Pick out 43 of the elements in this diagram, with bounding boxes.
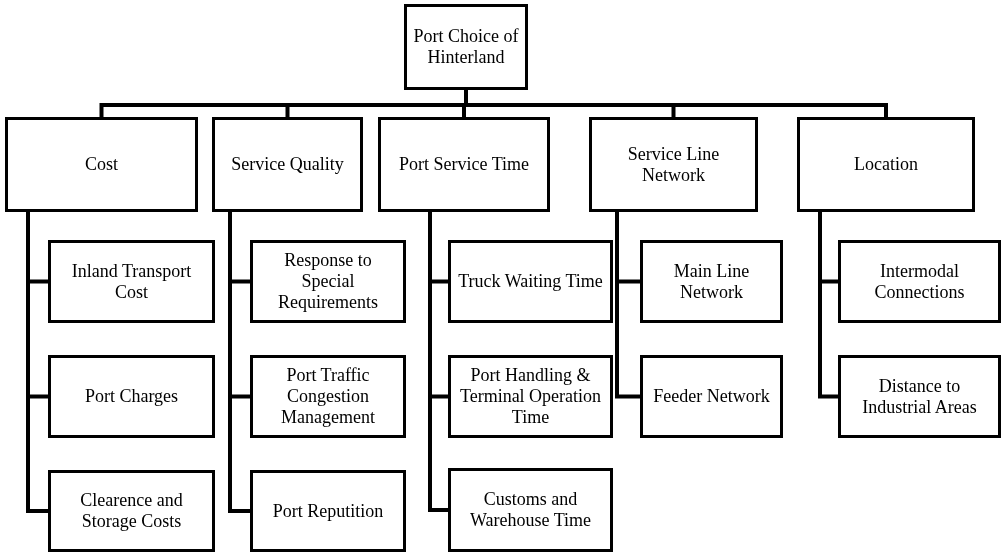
category-box [378, 117, 550, 212]
node-label: Main Line Network [672, 260, 751, 303]
category-box [448, 355, 613, 438]
node-label: Intermodal Connections [873, 260, 966, 303]
category-box [250, 240, 406, 323]
category-box [404, 4, 528, 90]
category-box [5, 117, 198, 212]
node-label: Port Service Time [399, 154, 529, 175]
category-box [640, 240, 783, 323]
category-box [838, 240, 1001, 323]
node-label: Distance to Industrial Areas [861, 375, 978, 418]
category-box [250, 470, 406, 552]
connector-line [818, 212, 838, 399]
connector-line [228, 212, 250, 513]
node-label: Service Quality [231, 154, 344, 175]
category-box [589, 117, 758, 212]
node-label: Port Choice of Hinterland [412, 26, 520, 68]
node-label: Inland Transport Cost [70, 260, 193, 303]
category-box [48, 355, 215, 438]
node-label: Service Line Network [626, 143, 721, 186]
category-box [250, 355, 406, 438]
node-label: Feeder Network [653, 386, 770, 407]
connector-line [428, 212, 448, 512]
category-box [448, 240, 613, 323]
category-box [48, 240, 215, 323]
category-box [448, 468, 613, 552]
node-label: Cost [85, 154, 118, 175]
node-label: Port Handling & Terminal Operation Time [458, 365, 603, 428]
category-box [640, 355, 783, 438]
node-label: Port Traffic Congestion Management [280, 365, 376, 428]
node-label: Port Reputition [272, 500, 384, 522]
node-label: Truck Waiting Time [458, 271, 603, 292]
category-box [797, 117, 975, 212]
category-box [838, 355, 1001, 438]
connector-line [26, 212, 48, 513]
node-label: Port Charges [84, 386, 179, 407]
node-label: Customs and Warehouse Time [468, 489, 592, 531]
category-box [48, 470, 215, 552]
node-label: Clearence and Storage Costs [79, 490, 184, 532]
node-label: Location [854, 154, 918, 175]
connector-line [464, 90, 888, 117]
category-box [212, 117, 363, 212]
node-label: Response to Special Requirements [277, 250, 379, 313]
